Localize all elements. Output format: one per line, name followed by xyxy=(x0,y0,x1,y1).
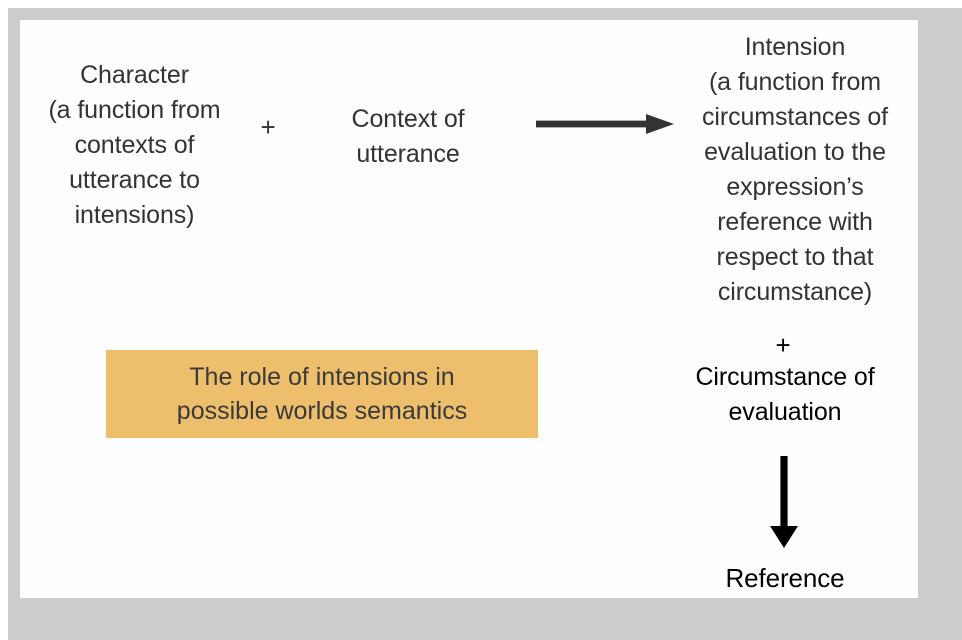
arrow-right-glyph xyxy=(536,114,674,134)
arrow-right-icon xyxy=(534,104,676,144)
node-character: Character (a function from contexts of u… xyxy=(48,61,221,229)
plus-operator-1: + xyxy=(260,112,276,142)
node-context-of-utterance: Context of utterance xyxy=(351,105,465,168)
node-intension: Intension (a function from circumstances… xyxy=(702,33,888,306)
arrow-down-icon xyxy=(756,452,812,552)
caption-box: The role of intensions in possible world… xyxy=(106,350,538,438)
plus-operator-2: + xyxy=(775,330,791,360)
figure-canvas xyxy=(20,20,918,598)
arrow-down-glyph xyxy=(770,456,798,548)
node-reference: Reference xyxy=(725,563,845,593)
node-circumstance-of-evaluation: Circumstance of evaluation xyxy=(695,363,875,426)
caption-text: The role of intensions in possible world… xyxy=(176,363,468,425)
